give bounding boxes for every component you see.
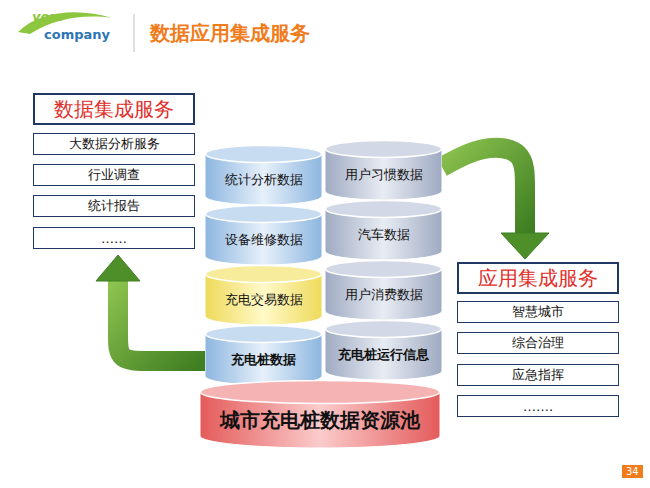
header-divider <box>134 14 135 52</box>
service-box: ……. <box>457 395 619 417</box>
node-text: 智慧城市 <box>512 303 564 321</box>
node-text: 汽车数据 <box>358 226 410 244</box>
heading-box: 数据集成服务 <box>33 93 195 125</box>
cylinder-top <box>206 266 322 283</box>
node-text: 大数据分析服务 <box>69 135 160 153</box>
flow-arrow <box>96 255 205 361</box>
cylinder-top <box>326 201 442 218</box>
service-box: 智慧城市 <box>457 301 619 323</box>
pool-cylinder: 城市充电桩数据资源池 <box>200 380 440 448</box>
node-text: 统计分析数据 <box>225 171 303 189</box>
node-text: 用户习惯数据 <box>345 166 423 184</box>
cylinder-top <box>326 261 442 278</box>
data-cylinder: 统计分析数据 <box>205 145 322 205</box>
arrow-shaft <box>442 148 525 235</box>
node-text: ……. <box>523 399 553 414</box>
data-cylinder: 用户习惯数据 <box>325 140 442 200</box>
page-title: 数据应用集成服务 <box>150 20 310 47</box>
cylinder-top <box>206 206 322 223</box>
node-text: 统计报告 <box>88 197 140 215</box>
cylinder-top <box>326 321 442 338</box>
node-text: 综合治理 <box>512 334 564 352</box>
node-text: 城市充电桩数据资源池 <box>220 407 420 434</box>
node-text: 充电桩运行信息 <box>338 346 429 364</box>
service-box: 综合治理 <box>457 332 619 354</box>
service-box: …… <box>33 227 195 249</box>
data-cylinder: 汽车数据 <box>325 200 442 260</box>
data-cylinder: 充电桩数据 <box>205 325 322 385</box>
node-text: …… <box>101 231 127 246</box>
cylinder-top <box>326 141 442 158</box>
node-text: 行业调查 <box>88 166 140 184</box>
cylinder-top <box>206 326 322 343</box>
arrow-head <box>96 255 140 281</box>
cylinder-top <box>206 146 322 163</box>
node-text: 充电桩数据 <box>231 351 296 369</box>
logo-text: company <box>44 27 110 42</box>
data-cylinder: 用户消费数据 <box>325 260 442 320</box>
arrow-head <box>501 233 549 259</box>
node-text: 应急指挥 <box>512 366 564 384</box>
arrow-shaft <box>118 279 205 361</box>
node-text: 用户消费数据 <box>345 286 423 304</box>
data-cylinder: 设备维修数据 <box>205 205 322 265</box>
service-box: 大数据分析服务 <box>33 133 195 155</box>
logo-text: your <box>32 9 65 24</box>
heading-box: 应用集成服务 <box>457 262 619 294</box>
data-cylinder: 充电桩运行信息 <box>325 320 442 380</box>
node-text: 充电交易数据 <box>225 291 303 309</box>
data-cylinder: 充电交易数据 <box>205 265 322 325</box>
node-text: 应用集成服务 <box>478 265 598 292</box>
node-text: 设备维修数据 <box>225 231 303 249</box>
service-box: 应急指挥 <box>457 364 619 386</box>
page-number: 34 <box>622 465 643 478</box>
flow-arrow <box>442 148 549 259</box>
service-box: 行业调查 <box>33 164 195 186</box>
node-text: 数据集成服务 <box>54 96 174 123</box>
cylinder-top <box>201 381 440 404</box>
service-box: 统计报告 <box>33 195 195 217</box>
